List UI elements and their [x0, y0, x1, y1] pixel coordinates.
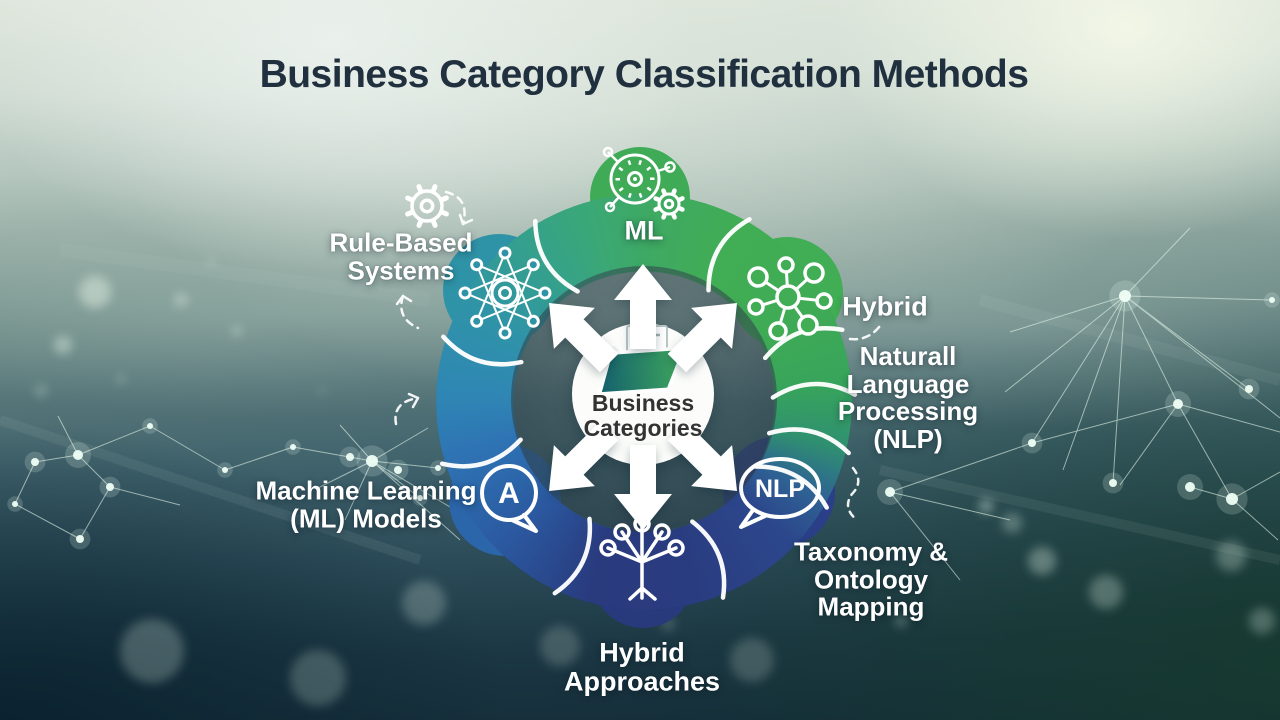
bubble-tail	[739, 508, 767, 529]
a-bubble-text: A	[498, 477, 520, 510]
label-ml: ML	[625, 217, 664, 246]
label-rule-based-systems: Rule-Based Systems	[329, 229, 472, 284]
label-line: Ontology	[813, 564, 929, 595]
label-line: ML	[624, 215, 664, 246]
label-hybrid: Hybrid	[842, 293, 928, 322]
ring-dividers	[439, 217, 858, 600]
nlp-bubble-text: NLP	[755, 475, 805, 503]
page-title: Business Category Classification Methods	[259, 53, 1029, 96]
label-line: Rule-Based	[329, 227, 473, 258]
label-line: Hybrid	[599, 637, 685, 668]
hub-arrow	[667, 303, 737, 373]
hub-arrow	[549, 303, 619, 373]
small-gear-icon	[653, 188, 685, 220]
hub-label-line: Business	[591, 390, 695, 416]
dashed-connector-arcs	[394, 190, 882, 522]
label-machine-learning-models: Machine Learning (ML) Models	[255, 477, 476, 532]
hub-arrow	[614, 264, 672, 349]
tree-taxonomy-icon	[599, 515, 685, 601]
ml-process-icon	[602, 146, 676, 213]
background-beams	[0, 243, 1280, 565]
hub-arrow	[549, 421, 619, 491]
bokeh-dots	[35, 258, 1275, 706]
label-line: Taxonomy &	[793, 536, 949, 567]
label-line: (NLP)	[873, 423, 943, 454]
label-line: Hybrid	[842, 291, 928, 322]
label-line: Systems	[347, 255, 455, 285]
hub-arrow	[614, 445, 672, 530]
bubble-tail	[510, 513, 538, 533]
label-taxonomy-ontology-mapping: Taxonomy & Ontology Mapping	[793, 536, 949, 622]
label-hybrid-approaches: Hybrid Approaches	[564, 638, 720, 695]
hub-arrow	[667, 421, 737, 491]
molecule-icon	[747, 256, 833, 341]
nlp-speech-bubble-icon: NLP	[739, 457, 821, 529]
label-line: Naturall	[859, 340, 957, 371]
hub-label: Business Categories	[584, 391, 703, 441]
label-natural-language-processing: Naturall Language Processing (NLP)	[837, 340, 979, 454]
letter-a-bubble-icon: A	[480, 464, 538, 533]
hub-label-line: Categories	[583, 415, 703, 441]
gear-icon	[405, 184, 449, 228]
hub-arrows	[549, 264, 737, 530]
label-line: Language	[846, 368, 970, 399]
label-line: Mapping	[817, 591, 925, 622]
label-line: (ML) Models	[290, 503, 442, 533]
label-line: Approaches	[563, 666, 721, 696]
network-graph-icon	[458, 246, 552, 340]
label-line: Processing	[837, 396, 979, 426]
network-lines	[14, 227, 1280, 581]
label-line: Machine Learning	[255, 475, 477, 506]
